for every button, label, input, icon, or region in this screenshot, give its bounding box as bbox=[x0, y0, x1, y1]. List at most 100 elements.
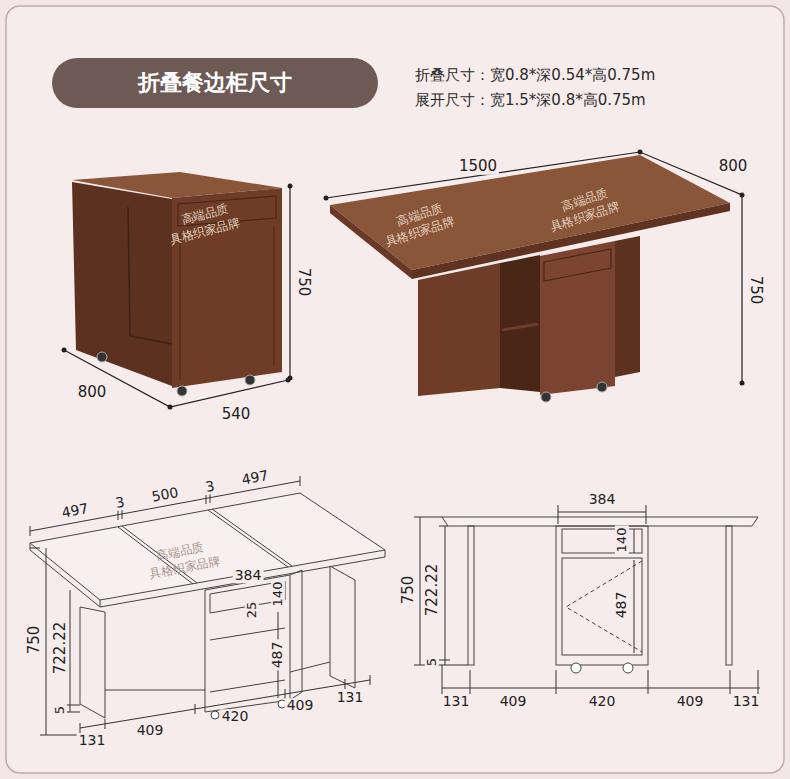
art-circle bbox=[286, 378, 291, 383]
art-path bbox=[330, 566, 355, 688]
art-rect bbox=[556, 526, 648, 665]
art-circle bbox=[177, 386, 187, 396]
art-circle bbox=[168, 405, 173, 410]
title-banner: 折叠餐边柜尺寸 bbox=[52, 58, 378, 108]
art-path bbox=[558, 505, 646, 524]
dimension-value: 5 bbox=[53, 704, 67, 716]
dimension-value: 540 bbox=[220, 406, 253, 423]
dimension-value: 409 bbox=[498, 694, 529, 709]
art-path bbox=[442, 517, 758, 526]
dimension-value: 800 bbox=[76, 384, 109, 401]
art-path bbox=[128, 207, 172, 344]
dimension-value: 131 bbox=[731, 694, 762, 709]
art-path bbox=[64, 350, 288, 407]
banner-title: 折叠餐边柜尺寸 bbox=[138, 68, 292, 98]
size-spec: 展开尺寸：宽1.5*深0.8*高0.75m bbox=[415, 92, 646, 109]
art-path bbox=[30, 543, 385, 607]
art-circle bbox=[97, 352, 107, 362]
dimension-value: 384 bbox=[233, 568, 264, 583]
dimension-value: 420 bbox=[220, 709, 251, 724]
dimension-value: 409 bbox=[675, 694, 706, 709]
art-circle bbox=[638, 150, 643, 155]
dimension-value: 800 bbox=[717, 158, 750, 175]
art-path bbox=[439, 526, 450, 665]
art-path bbox=[80, 607, 105, 718]
folded-dimension-dots bbox=[62, 184, 293, 410]
dimension-value: 722.22 bbox=[52, 620, 69, 677]
line-drawing-perspective bbox=[30, 493, 385, 718]
art-polygon bbox=[615, 236, 640, 377]
expanded-dimension-lines bbox=[326, 152, 742, 383]
dimension-value: 750 bbox=[26, 624, 43, 657]
dimension-value: 722.22 bbox=[424, 562, 441, 619]
art-polygon bbox=[418, 263, 500, 396]
art-path bbox=[290, 570, 302, 700]
art-circle bbox=[541, 392, 551, 402]
art-circle bbox=[597, 382, 607, 392]
art-path bbox=[634, 529, 635, 653]
art-path bbox=[80, 675, 370, 733]
art-circle bbox=[740, 381, 745, 386]
dimension-value: 140 bbox=[615, 526, 629, 555]
page-frame bbox=[6, 6, 784, 773]
art-circle bbox=[571, 663, 581, 673]
art-polygon bbox=[172, 188, 282, 388]
art-circle bbox=[211, 711, 219, 719]
art-path bbox=[289, 186, 290, 378]
art-circle bbox=[623, 663, 633, 673]
art-polygon bbox=[540, 241, 615, 395]
line-drawing-front bbox=[442, 517, 758, 673]
dimension-value: 131 bbox=[441, 694, 472, 709]
expanded-table bbox=[330, 155, 730, 402]
folded-dimension-lines bbox=[64, 186, 290, 407]
art-rect bbox=[562, 558, 642, 655]
art-path bbox=[326, 152, 742, 383]
dimension-value: 131 bbox=[77, 733, 108, 748]
art-path bbox=[442, 688, 760, 689]
art-path bbox=[105, 662, 330, 690]
dimension-value: 750 bbox=[748, 274, 765, 307]
art-circle bbox=[740, 193, 745, 198]
art-circle bbox=[288, 184, 293, 189]
art-path bbox=[180, 226, 274, 380]
art-path bbox=[544, 249, 611, 281]
dimension-value: 140 bbox=[271, 580, 285, 609]
art-rect bbox=[562, 529, 642, 553]
art-path bbox=[118, 509, 292, 584]
art-path bbox=[205, 575, 290, 712]
art-rect bbox=[726, 526, 732, 665]
art-circle bbox=[62, 348, 67, 353]
art-path bbox=[30, 493, 385, 600]
dimension-value: 25 bbox=[245, 600, 259, 621]
dimension-value: 5 bbox=[425, 656, 439, 668]
art-path bbox=[414, 517, 468, 665]
art-path bbox=[502, 324, 538, 330]
art-circle bbox=[324, 196, 329, 201]
dimension-value: 384 bbox=[587, 492, 618, 507]
front-dimensions bbox=[414, 505, 760, 694]
art-polygon bbox=[72, 182, 172, 386]
art-path bbox=[30, 481, 300, 531]
dimension-value: 487 bbox=[614, 590, 629, 621]
dimension-value: 750 bbox=[400, 574, 417, 607]
art-polygon bbox=[500, 255, 540, 392]
dimension-value: 750 bbox=[296, 266, 313, 299]
art-circle bbox=[245, 375, 255, 385]
dimension-value: 1500 bbox=[457, 158, 499, 175]
size-spec: 折叠尺寸：宽0.8*深0.54*高0.75m bbox=[415, 67, 655, 84]
expanded-dimension-dots bbox=[324, 150, 745, 386]
folded-cabinet bbox=[72, 172, 282, 396]
art-path bbox=[566, 561, 642, 652]
art-path bbox=[210, 628, 285, 692]
dimension-value: 3 bbox=[112, 494, 128, 511]
dimension-value: 420 bbox=[587, 694, 618, 709]
art-path bbox=[442, 665, 758, 694]
dimension-value: 409 bbox=[285, 698, 316, 713]
line-drawing-dimensions bbox=[30, 476, 370, 735]
dimension-value: 409 bbox=[135, 723, 166, 738]
art-path bbox=[30, 476, 300, 536]
dimension-value: 3 bbox=[202, 478, 218, 495]
